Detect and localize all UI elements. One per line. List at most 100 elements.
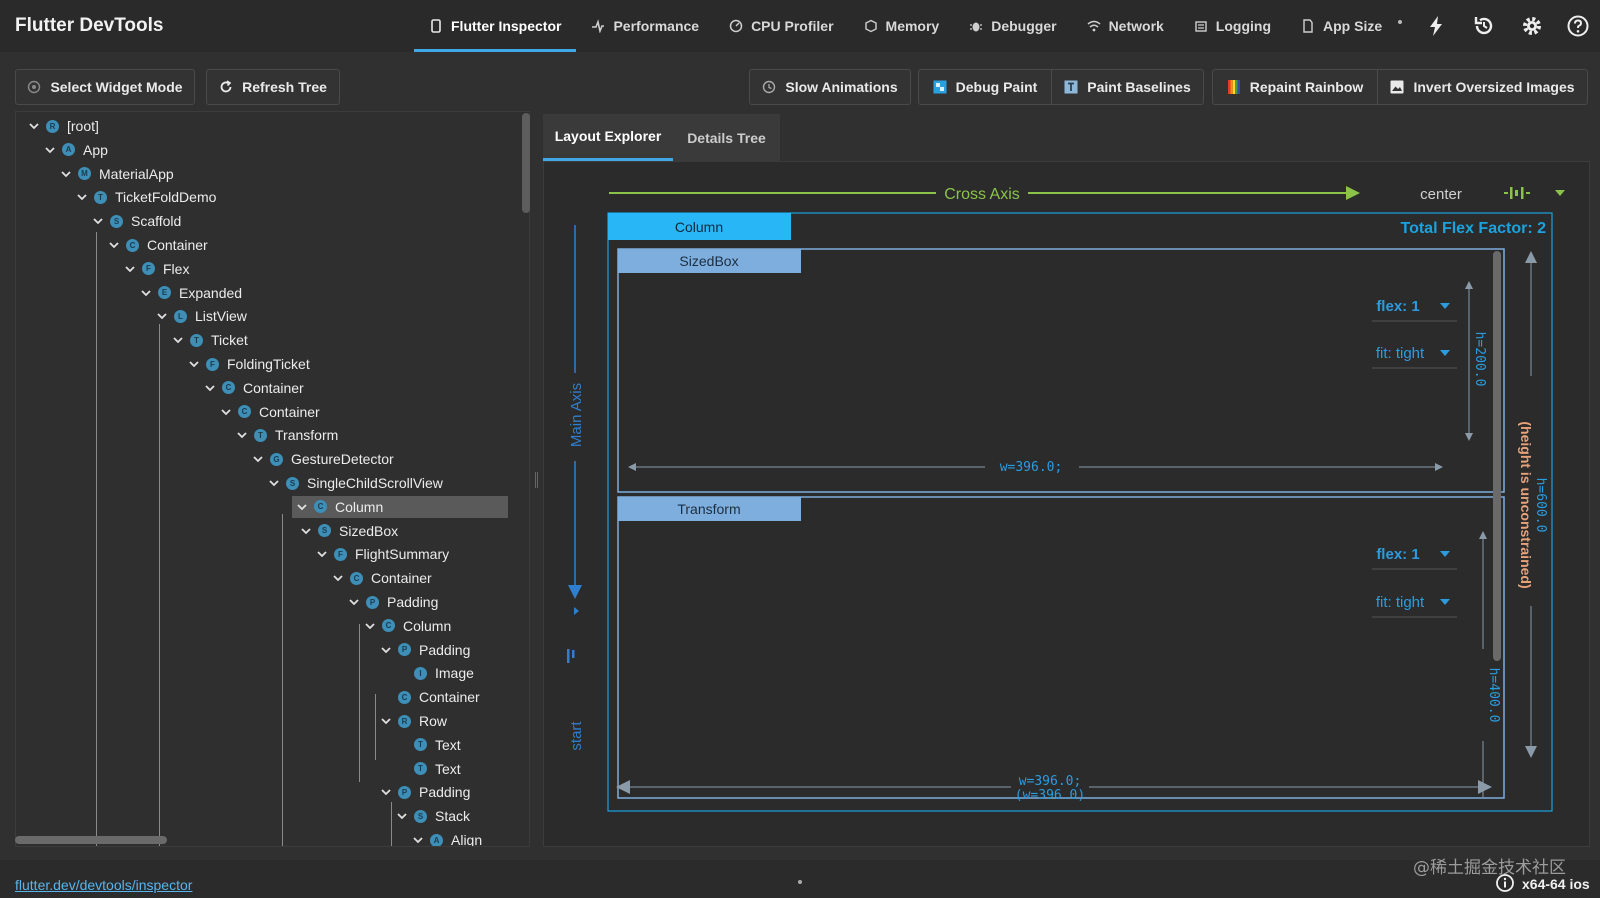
chevron-down-icon[interactable] xyxy=(156,310,168,322)
chevron-down-icon[interactable] xyxy=(380,715,392,727)
chevron-down-icon[interactable] xyxy=(296,501,308,513)
chevron-down-icon[interactable] xyxy=(364,620,376,632)
chevron-down-icon[interactable] xyxy=(108,239,120,251)
transform-fit-dropdown-icon[interactable] xyxy=(1440,599,1450,605)
transform-flex-dropdown-icon[interactable] xyxy=(1440,551,1450,557)
tree-vertical-scrollbar[interactable] xyxy=(522,113,530,213)
tree-node[interactable]: R[root] xyxy=(28,115,99,137)
transform-child-box[interactable] xyxy=(617,496,1505,799)
tab-flutter-inspector[interactable]: Flutter Inspector xyxy=(414,0,577,52)
cross-axis-value[interactable]: center xyxy=(1420,186,1462,203)
chevron-down-icon[interactable] xyxy=(316,548,328,560)
cross-axis-dropdown-icon[interactable] xyxy=(1555,190,1565,196)
chevron-down-icon[interactable] xyxy=(124,263,136,275)
device-info-icon[interactable] xyxy=(1496,874,1514,892)
chevron-down-icon[interactable] xyxy=(412,834,424,846)
debug-paint-button[interactable]: Debug Paint xyxy=(918,69,1052,105)
sizedbox-fit-dropdown-icon[interactable] xyxy=(1440,350,1450,356)
chevron-down-icon[interactable] xyxy=(60,168,72,180)
chevron-down-icon[interactable] xyxy=(44,144,56,156)
chevron-down-icon[interactable] xyxy=(380,644,392,656)
tab-debugger[interactable]: Debugger xyxy=(954,0,1071,52)
explorer-vertical-scrollbar[interactable] xyxy=(1493,251,1501,661)
hot-restart-icon[interactable] xyxy=(1472,14,1496,38)
tree-horizontal-scrollbar[interactable] xyxy=(15,836,167,844)
chevron-down-icon[interactable] xyxy=(204,382,216,394)
sizedbox-flex-value[interactable]: flex: 1 xyxy=(1376,298,1419,315)
settings-gear-icon[interactable] xyxy=(1520,14,1544,38)
slow-animations-button[interactable]: Slow Animations xyxy=(749,69,911,105)
chevron-down-icon[interactable] xyxy=(300,525,312,537)
chevron-down-icon[interactable] xyxy=(188,358,200,370)
tab-layout-explorer[interactable]: Layout Explorer xyxy=(543,114,673,161)
invert-oversized-images-button[interactable]: Invert Oversized Images xyxy=(1377,69,1588,105)
help-icon[interactable] xyxy=(1566,14,1590,38)
tab-logging[interactable]: Logging xyxy=(1179,0,1286,52)
chevron-down-icon[interactable] xyxy=(236,429,248,441)
chevron-down-icon[interactable] xyxy=(28,120,40,132)
sizedbox-child-box[interactable] xyxy=(617,248,1505,493)
paint-baselines-button[interactable]: Paint Baselines xyxy=(1051,69,1204,105)
chevron-down-icon[interactable] xyxy=(140,287,152,299)
sizedbox-fit-value[interactable]: fit: tight xyxy=(1376,345,1425,362)
tab-details-tree[interactable]: Details Tree xyxy=(673,114,780,161)
split-pane-handle[interactable] xyxy=(535,472,538,488)
chevron-down-icon[interactable] xyxy=(172,334,184,346)
tab-network[interactable]: Network xyxy=(1072,0,1179,52)
tab-cpu-profiler[interactable]: CPU Profiler xyxy=(714,0,848,52)
chevron-down-icon[interactable] xyxy=(76,191,88,203)
repaint-rainbow-button[interactable]: Repaint Rainbow xyxy=(1212,69,1378,105)
select-widget-mode-button[interactable]: Select Widget Mode xyxy=(15,69,195,105)
chevron-down-icon[interactable] xyxy=(332,572,344,584)
transform-fit-value[interactable]: fit: tight xyxy=(1376,594,1425,611)
tab-performance[interactable]: Performance xyxy=(576,0,714,52)
main-axis-dropdown-icon[interactable] xyxy=(574,607,579,615)
refresh-tree-button[interactable]: Refresh Tree xyxy=(206,69,340,105)
hot-reload-lightning-icon[interactable] xyxy=(1424,14,1448,38)
chevron-down-icon[interactable] xyxy=(396,810,408,822)
chevron-down-icon[interactable] xyxy=(252,453,264,465)
sizedbox-flex-dropdown-icon[interactable] xyxy=(1440,303,1450,309)
tab-memory[interactable]: Memory xyxy=(849,0,955,52)
main-axis-value[interactable]: start xyxy=(568,721,585,751)
inspector-docs-link[interactable]: flutter.dev/devtools/inspector xyxy=(15,877,193,893)
chevron-down-icon[interactable] xyxy=(92,215,104,227)
chevron-down-icon[interactable] xyxy=(348,596,360,608)
chevron-down-icon[interactable] xyxy=(380,786,392,798)
transform-flex-value[interactable]: flex: 1 xyxy=(1376,546,1419,563)
chevron-down-icon[interactable] xyxy=(268,477,280,489)
chevron-down-icon[interactable] xyxy=(220,406,232,418)
tab-app-size[interactable]: App Size xyxy=(1286,0,1397,52)
